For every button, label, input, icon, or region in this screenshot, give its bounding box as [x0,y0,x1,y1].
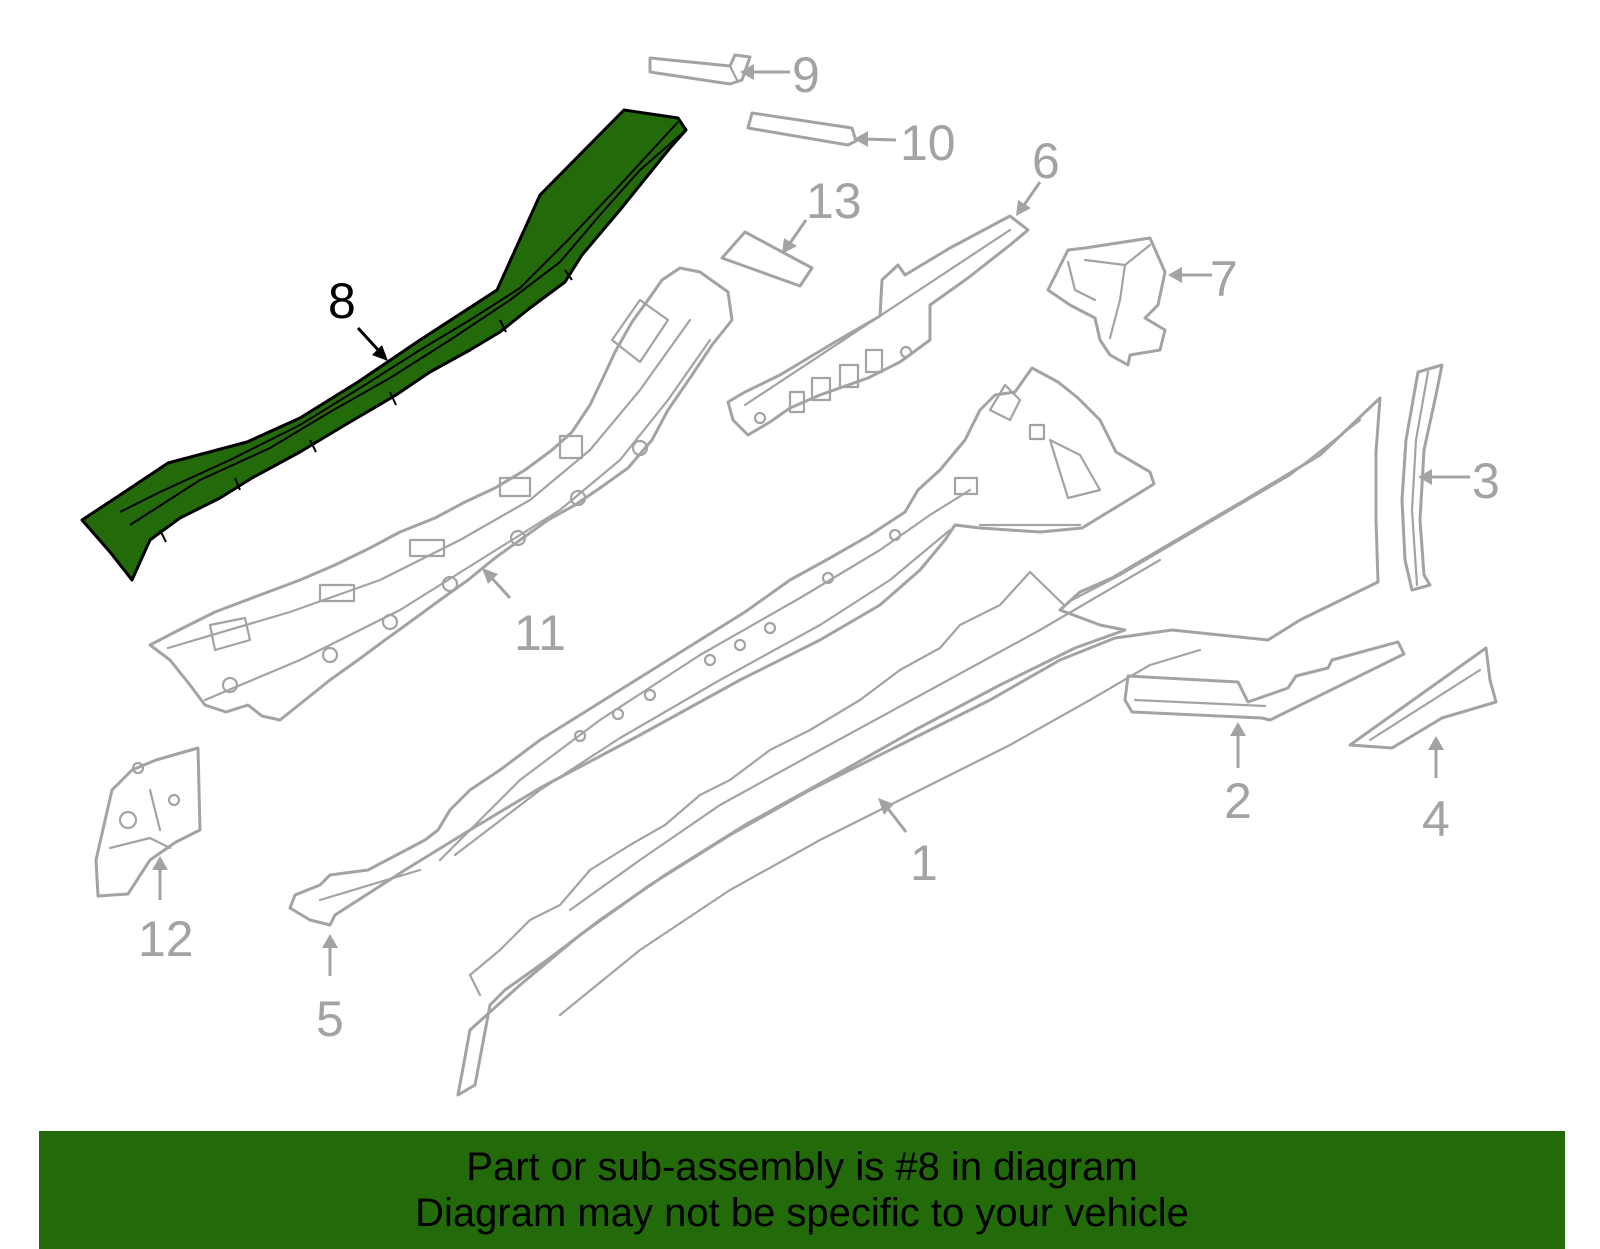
callout-2: 2 [1224,722,1252,829]
callout-label-2: 2 [1224,773,1252,829]
callout-label-7: 7 [1210,251,1238,307]
info-banner: Part or sub-assembly is #8 in diagram Di… [39,1131,1565,1249]
banner-line-1: Part or sub-assembly is #8 in diagram [466,1145,1138,1189]
part-13[interactable] [720,230,814,288]
callout-12: 12 [138,856,194,967]
part-8-highlighted[interactable] [80,108,688,582]
callout-label-1: 1 [910,835,938,891]
callout-1: 1 [878,798,938,891]
callout-3: 3 [1418,453,1500,509]
callout-11: 11 [482,568,566,661]
callout-8: 8 [328,273,388,361]
callout-5: 5 [316,934,344,1047]
callout-6: 6 [1016,133,1060,216]
callout-label-10: 10 [900,115,956,171]
callout-label-13: 13 [806,173,862,229]
part-7[interactable] [1046,236,1167,367]
callout-7: 7 [1168,251,1238,307]
part-11[interactable] [148,266,734,722]
part-9[interactable] [648,53,752,86]
parts-diagram: 9 10 13 6 7 3 2 4 11 [80,47,1500,1097]
banner-line-2: Diagram may not be specific to your vehi… [415,1191,1189,1235]
part-2[interactable] [1123,640,1406,722]
part-5[interactable] [288,366,1156,927]
part-1[interactable] [456,396,1382,1097]
callout-label-8: 8 [328,273,356,329]
callout-label-6: 6 [1032,133,1060,189]
callout-label-4: 4 [1422,791,1450,847]
part-10[interactable] [746,111,858,147]
callout-label-9: 9 [792,47,820,103]
part-6[interactable] [726,214,1030,437]
callout-4: 4 [1422,736,1450,847]
part-12[interactable] [94,746,202,898]
callout-9: 9 [740,47,820,103]
callout-label-11: 11 [514,605,566,661]
callout-label-12: 12 [138,911,194,967]
callout-label-3: 3 [1472,453,1500,509]
callout-10: 10 [854,115,956,171]
part-4[interactable] [1348,646,1498,750]
callout-13: 13 [782,173,862,254]
callout-label-5: 5 [316,991,344,1047]
